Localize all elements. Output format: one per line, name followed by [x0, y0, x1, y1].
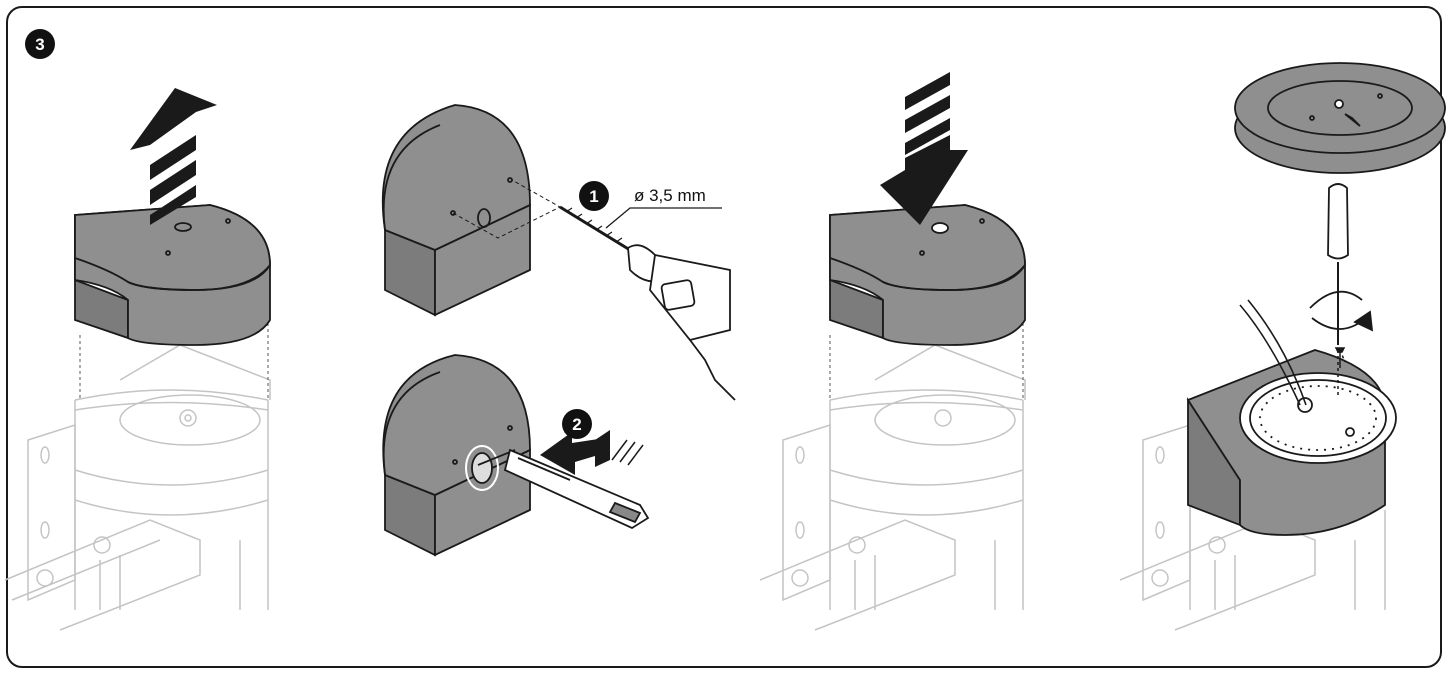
drill-diameter-label: ø 3,5 mm: [634, 186, 706, 205]
cutter-knife-icon: [477, 448, 650, 530]
gray-cover-block: [74, 204, 271, 346]
dimension-leader: [605, 207, 722, 229]
panel-cut-opening: 2: [382, 354, 650, 557]
step-number: 3: [35, 35, 44, 54]
press-down-arrow: [880, 72, 968, 225]
faded-motor-base-2: [759, 344, 1026, 631]
panel-remove-cover: [4, 88, 271, 631]
faded-motor-base: [4, 344, 271, 631]
sub-step-2-number: 2: [572, 415, 581, 434]
cover-side-view: [381, 104, 531, 317]
cover-side-view-2: [382, 354, 531, 557]
push-arrow: [540, 430, 644, 475]
figure-frame: [6, 6, 1442, 668]
panel-fix-cap: [1119, 62, 1446, 631]
sub-step-1-badge: 1: [579, 181, 609, 211]
sub-step-2-badge: 2: [562, 409, 592, 439]
gray-cover-block-2: [829, 204, 1026, 346]
cable-wires: [1239, 299, 1307, 406]
faded-motor-base-3: [1119, 423, 1386, 631]
step-badge: 3: [25, 29, 55, 59]
screw-icon: [1334, 347, 1346, 368]
installed-cover-base: [1186, 349, 1397, 536]
panel-drill-holes: 1 ø 3,5 mm: [381, 104, 736, 401]
screwdriver-icon: [1309, 183, 1374, 345]
top-cap-disc: [1234, 62, 1446, 174]
lift-up-arrow: [130, 88, 217, 225]
panel-install-cover: [759, 72, 1026, 631]
sub-step-1-number: 1: [589, 187, 598, 206]
drill-icon: [559, 205, 736, 401]
